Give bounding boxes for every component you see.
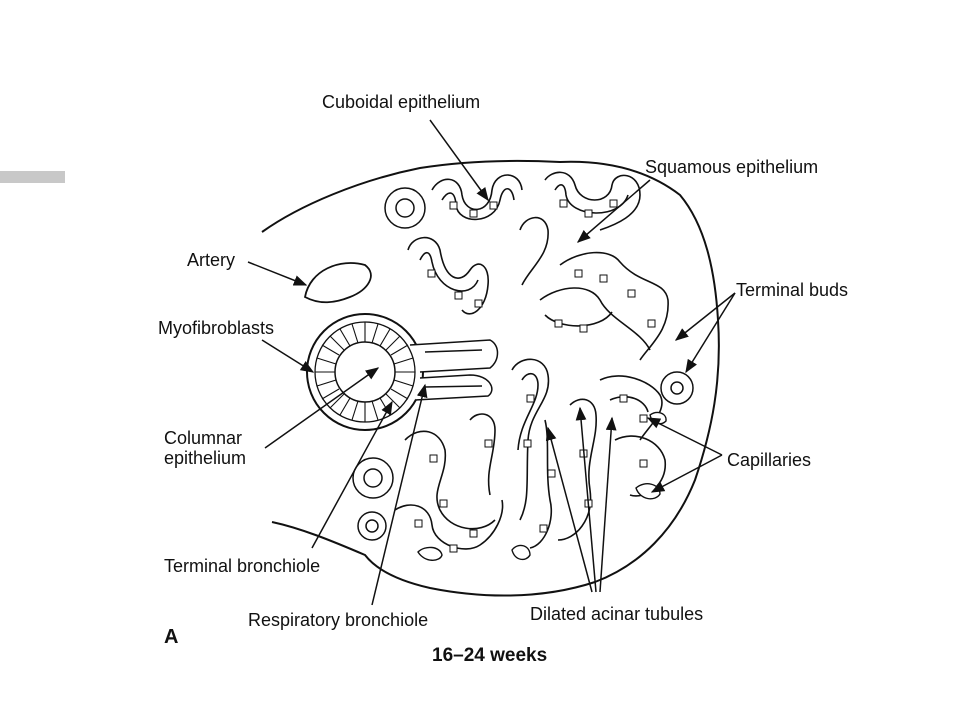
respiratory-bronchiole-structure [409, 339, 499, 401]
label-terminal-buds: Terminal buds [736, 280, 849, 300]
panel-letter: A [164, 626, 179, 648]
acinus-lobule [660, 371, 694, 405]
acinar-tubules [394, 171, 669, 550]
label-squamous-epithelium: Squamous epithelium [645, 157, 819, 177]
leader-respiratory-bronchiole [371, 383, 428, 606]
label-respiratory-bronchiole: Respiratory bronchiole [248, 610, 429, 630]
leader-capillaries-1 [646, 417, 723, 456]
label-columnar-line1: Columnar [164, 428, 243, 448]
leader-lines [247, 119, 736, 606]
leader-capillaries-2 [650, 454, 723, 493]
terminal-bronchiole-structure [306, 313, 424, 431]
leader-myofibroblasts [261, 339, 315, 373]
leader-squamous [576, 179, 651, 243]
leader-dilated-3 [599, 416, 617, 593]
stage-caption: 16–24 weeks [432, 645, 548, 666]
acinus-lobule [352, 457, 394, 541]
leader-terminal-buds-2 [685, 292, 736, 374]
leader-dilated-2 [575, 406, 597, 593]
side-accent-bar [0, 171, 65, 183]
label-terminal-bronchiole: Terminal bronchiole [164, 556, 321, 576]
leader-dilated-1 [545, 426, 593, 593]
leader-artery [247, 261, 308, 286]
capillaries [417, 411, 667, 561]
acinus-lobule [384, 187, 426, 229]
leader-cuboidal [429, 119, 489, 202]
label-cuboidal-epithelium: Cuboidal epithelium [322, 92, 481, 112]
label-artery: Artery [187, 250, 236, 270]
leader-columnar [264, 367, 380, 449]
label-myofibroblasts: Myofibroblasts [158, 318, 275, 338]
artery [303, 262, 372, 304]
label-dilated-acinar-tubules: Dilated acinar tubules [530, 604, 704, 624]
leader-terminal-buds-1 [674, 292, 736, 341]
tissue-outline [261, 159, 720, 597]
leader-terminal-bronchiole [311, 400, 393, 549]
label-capillaries: Capillaries [727, 450, 812, 470]
label-columnar-line2: epithelium [164, 448, 247, 468]
